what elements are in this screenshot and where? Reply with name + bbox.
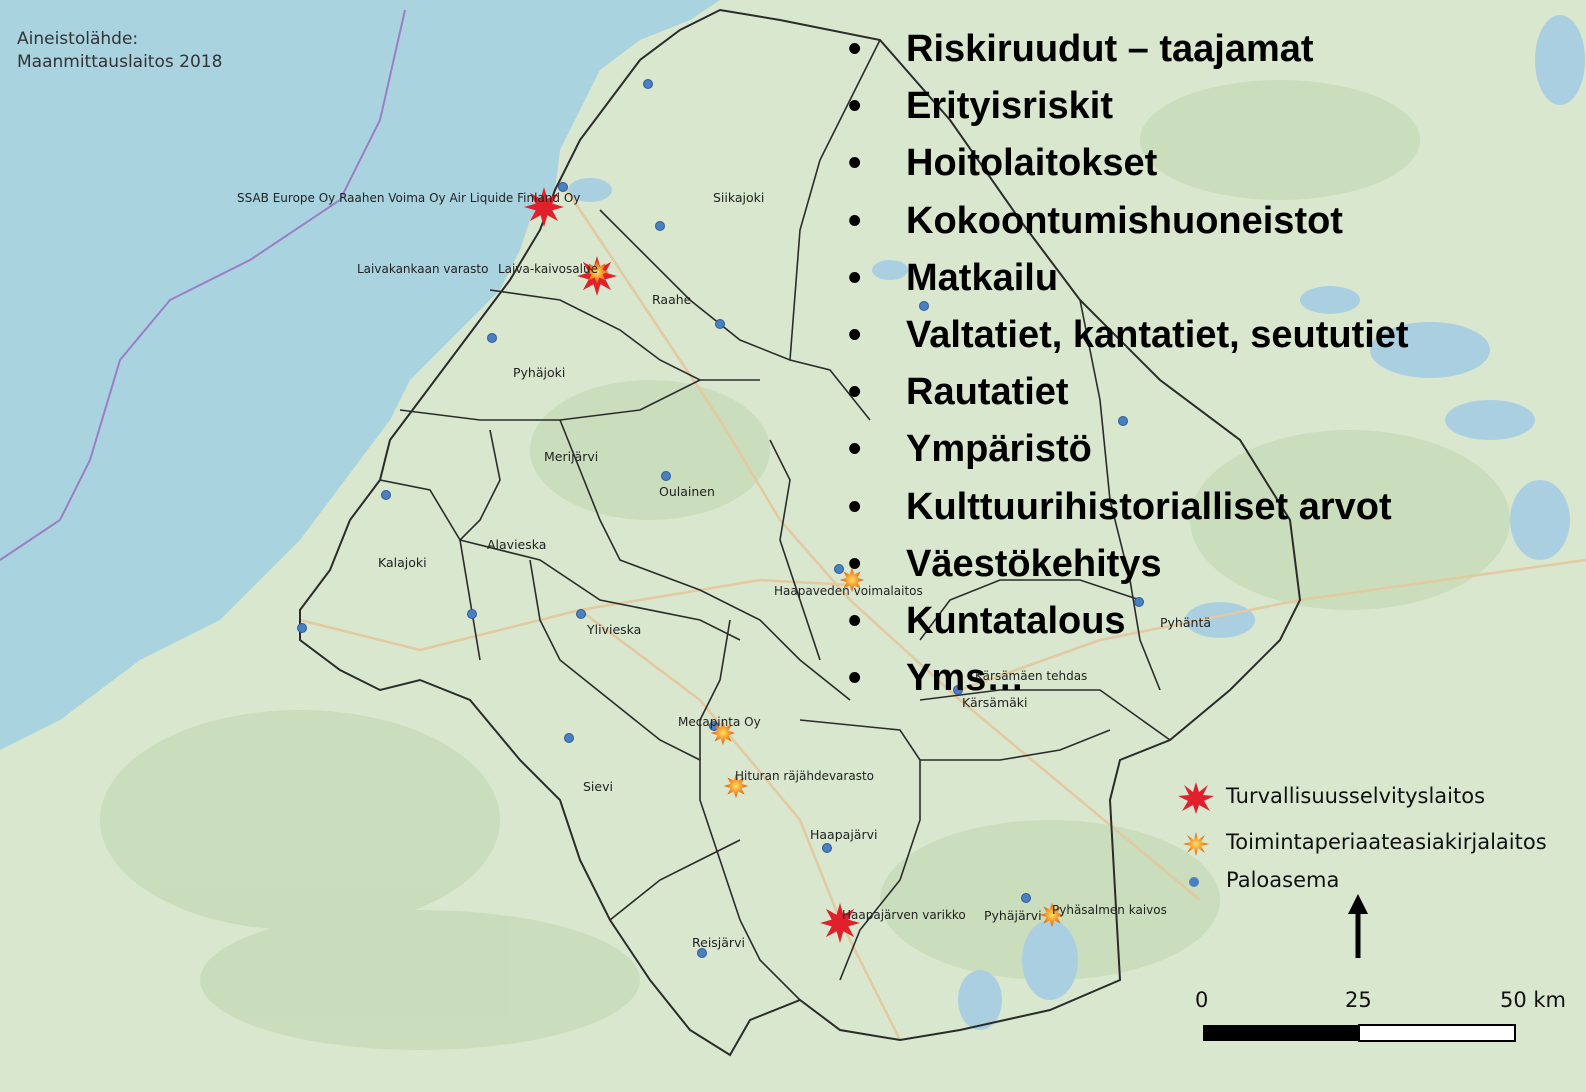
bullet-icon: • [848, 313, 862, 356]
fire-station-marker [576, 609, 586, 619]
label-pyhanta: Pyhäntä [1160, 615, 1212, 630]
label-laiva-kaivos: Laiva-kaivosalue [498, 262, 598, 276]
bullet-icon: • [848, 256, 862, 299]
label-haapaveden-voimalaitos: Haapaveden voimalaitos [774, 584, 923, 598]
fire-station-marker [558, 182, 568, 192]
topic-text: Matkailu [906, 256, 1059, 299]
label-oulainen: Oulainen [659, 484, 715, 499]
fire-station-marker [381, 490, 391, 500]
label-karsamaki: Kärsämäki [962, 695, 1028, 710]
topic-text: Kulttuurihistorialliset arvot [906, 485, 1392, 528]
legend-toimintaperiaate-label: Toimintaperiaateasiakirjalaitos [1226, 830, 1547, 854]
fire-station-marker [715, 319, 725, 329]
security-facility-marker [820, 903, 860, 943]
legend-paloasema-label: Paloasema [1226, 868, 1340, 892]
label-pyhasalmen-kaivos: Pyhäsalmen kaivos [1052, 903, 1167, 917]
label-pyhajarvi: Pyhäjärvi [984, 908, 1042, 923]
fire-station-marker [1118, 416, 1128, 426]
scale-zero: 0 [1195, 988, 1209, 1012]
source-line-2: Maanmittauslaitos 2018 [17, 52, 223, 72]
label-reisjarvi: Reisjärvi [692, 935, 745, 950]
territorial-line [0, 9, 406, 561]
fire-station-marker [1021, 893, 1031, 903]
label-kalajoki: Kalajoki [378, 555, 427, 570]
lakes [568, 15, 1585, 1030]
bullet-icon: • [848, 428, 862, 471]
topic-text: Yms… [906, 657, 1025, 700]
label-haapajarven-varikko: Haapajärven varikko [842, 908, 966, 922]
label-sievi: Sievi [583, 779, 613, 794]
label-laivakankaan-varasto: Laivakankaan varasto [357, 262, 489, 276]
topic-text: Valtatiet, kantatiet, seututiet [906, 313, 1409, 356]
fire-station-marker [297, 623, 307, 633]
fire-station-marker [834, 564, 844, 574]
label-raahe: Raahe [652, 292, 692, 307]
bullet-icon: • [848, 599, 862, 642]
facility-markers-layer [524, 187, 1064, 943]
fire-station-marker [709, 721, 719, 731]
topic-text: Kuntatalous [906, 599, 1126, 642]
fire-station-marker [822, 843, 832, 853]
security-facility-marker [524, 187, 564, 227]
yellow-star-icon [1183, 832, 1209, 856]
bullet-icon: • [848, 199, 862, 242]
topic-text: Erityisriskit [906, 85, 1113, 128]
fire-station-marker [1134, 597, 1144, 607]
bullet-icon: • [848, 28, 862, 70]
fire-station-marker [655, 221, 665, 231]
label-ylivieska: Ylivieska [587, 622, 642, 637]
bullet-icon: • [848, 657, 862, 700]
bullet-icon: • [848, 542, 862, 585]
label-merijarvi: Merijärvi [544, 449, 599, 464]
north-arrow-icon [1348, 894, 1368, 958]
label-alavieska: Alavieska [487, 537, 547, 552]
label-ssab: SSAB Europe Oy Raahen Voima Oy Air Liqui… [237, 191, 581, 205]
scale-mid: 25 [1345, 988, 1372, 1012]
topic-text: Ympäristö [906, 428, 1092, 471]
label-mecapinta: Mecapinta Oy [678, 715, 761, 729]
source-line-1: Aineistolähde: [17, 29, 139, 49]
topic-text: Rautatiet [906, 371, 1069, 414]
policy-facility-marker [1040, 903, 1064, 927]
bullet-icon: • [848, 85, 862, 128]
fire-station-marker [564, 733, 574, 743]
label-hituran: Hituran räjähdevarasto [735, 769, 874, 783]
fire-station-marker [467, 609, 477, 619]
region-outline [299, 8, 1302, 1057]
fire-station-marker [697, 948, 707, 958]
fire-stations-layer [297, 79, 1144, 958]
legend-turvallisuus-label: Turvallisuusselvityslaitos [1226, 784, 1486, 808]
topic-text: Hoitolaitokset [906, 142, 1158, 185]
forest-patches [100, 80, 1510, 1050]
scale-end: 50 km [1500, 988, 1567, 1012]
policy-facility-marker [724, 774, 748, 798]
fire-station-marker [919, 301, 929, 311]
fire-station-marker [487, 333, 497, 343]
source-attribution: Aineistolähde: Maanmittauslaitos 2018 [17, 28, 222, 74]
sea-area [0, 0, 720, 750]
label-karsamaen-tehdas: Kärsämäen tehdas [975, 669, 1088, 683]
red-star-icon [1178, 782, 1214, 814]
scale-bar [1203, 1024, 1516, 1042]
label-pyhajoki: Pyhäjoki [513, 365, 566, 380]
topic-text: Riskiruudut – taajamat [906, 28, 1314, 70]
bullet-icon: • [848, 142, 862, 185]
topic-text: Kokoontumishuoneistot [906, 199, 1343, 242]
bullet-icon: • [848, 371, 862, 414]
municipal-borders [379, 39, 1171, 1001]
fire-station-marker [643, 79, 653, 89]
label-siikajoki: Siikajoki [713, 190, 765, 205]
policy-facility-marker [711, 721, 735, 745]
bullet-icon: • [848, 485, 862, 528]
station-dot-icon [1189, 877, 1199, 887]
policy-facility-marker [840, 568, 864, 592]
policy-facility-marker [585, 260, 609, 284]
label-haapajarvi: Haapajärvi [810, 827, 878, 842]
fire-station-marker [953, 685, 963, 695]
fire-station-marker [661, 471, 671, 481]
topic-text: Väestökehitys [906, 542, 1162, 585]
